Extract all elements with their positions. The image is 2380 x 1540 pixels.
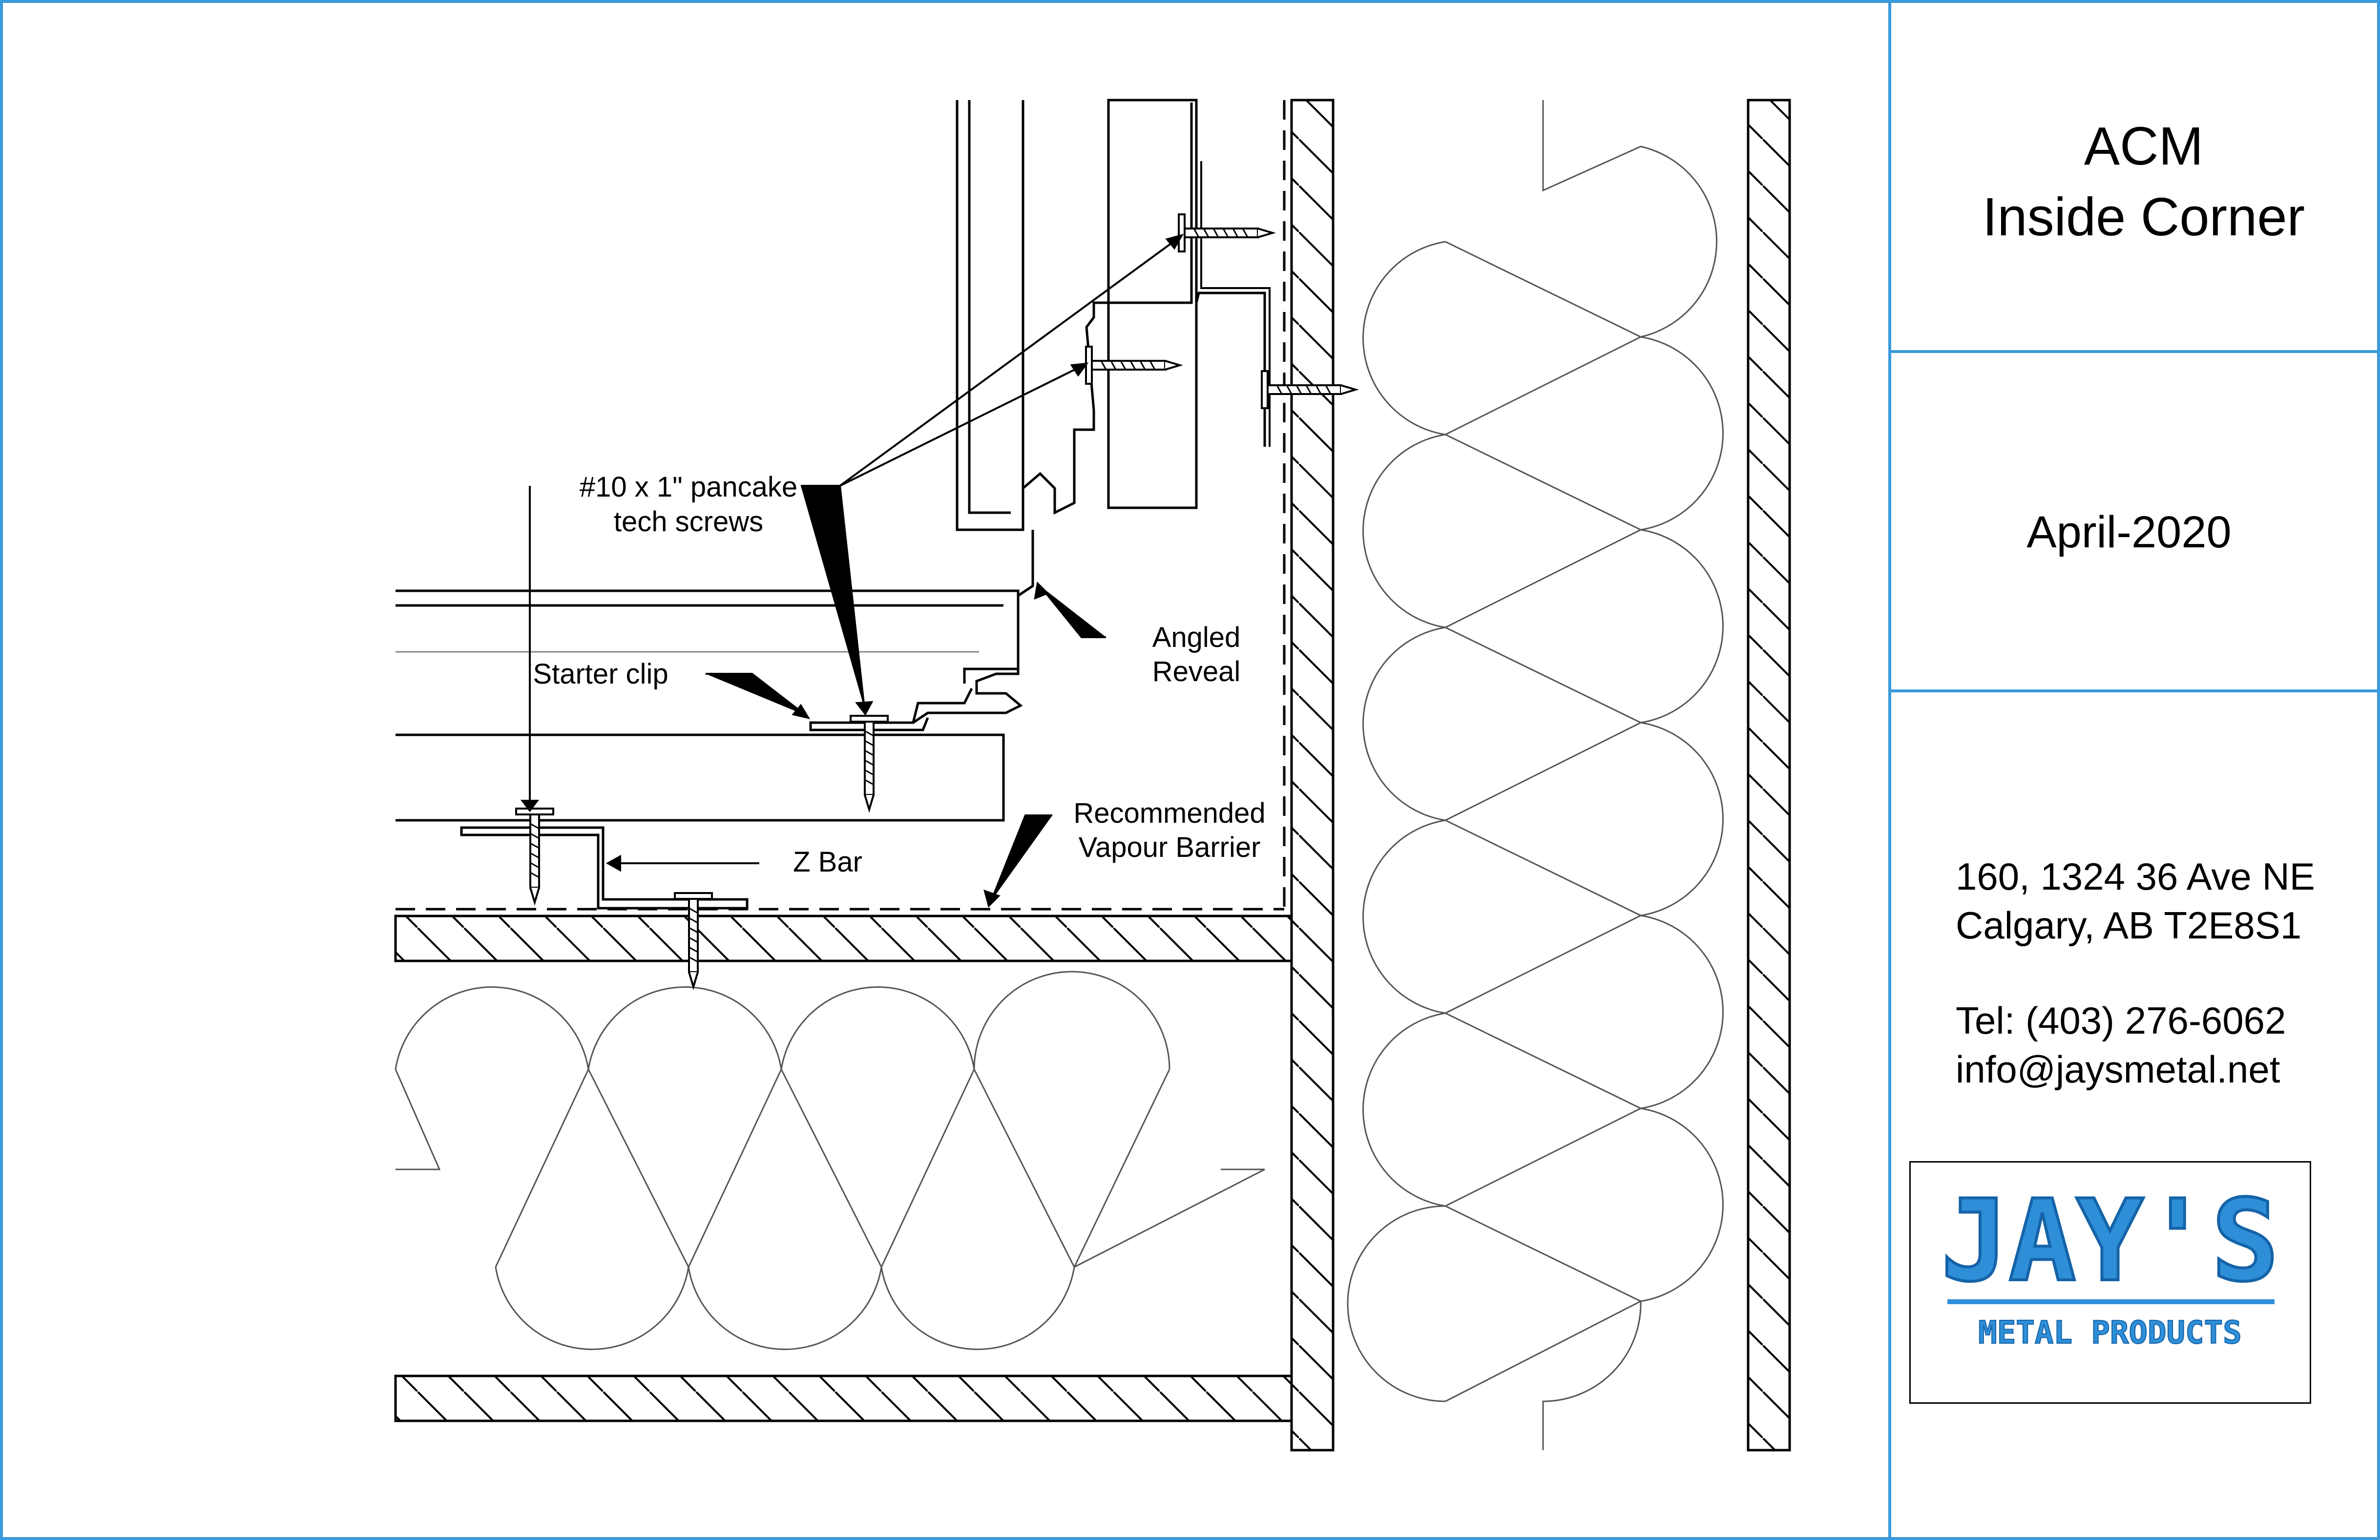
drawing-title-line2: Inside Corner bbox=[1982, 187, 2305, 247]
bracket-upper bbox=[1085, 103, 1193, 411]
sheathing-top bbox=[394, 915, 1293, 962]
logo-tagline: METAL PRODUCTS bbox=[1978, 1315, 2241, 1351]
sheathing-right bbox=[1747, 99, 1791, 1452]
label-z-bar: Z Bar bbox=[793, 846, 862, 878]
label-vapour-1: Recommended bbox=[1073, 797, 1265, 829]
address-line2: Calgary, AB T2E8S1 bbox=[1956, 904, 2302, 947]
sheathing-left bbox=[1290, 99, 1335, 1452]
phone-number: Tel: (403) 276-6062 bbox=[1956, 999, 2286, 1042]
angled-reveal bbox=[1022, 410, 1095, 522]
drawing-title-line1: ACM bbox=[2084, 116, 2204, 176]
trim-profiles bbox=[460, 103, 1271, 910]
address-line1: 160, 1324 36 Ave NE bbox=[1956, 855, 2315, 898]
email-address: info@jaysmetal.net bbox=[1956, 1048, 2280, 1091]
vertical-wall bbox=[1283, 99, 1791, 1452]
horizontal-wall bbox=[394, 908, 1293, 1422]
screw-zbar bbox=[515, 808, 554, 903]
label-screws-line2: tech screws bbox=[614, 506, 763, 538]
label-starter-clip: Starter clip bbox=[533, 658, 668, 690]
label-vapour-2: Vapour Barrier bbox=[1079, 832, 1261, 863]
z-bar bbox=[460, 826, 749, 910]
annotations: #10 x 1" pancake tech screws Starter cli… bbox=[533, 471, 1265, 878]
label-angled-reveal-1: Angled bbox=[1152, 622, 1241, 653]
insulation-vertical bbox=[1347, 100, 1724, 1450]
acm-backer bbox=[396, 733, 1005, 822]
company-logo: JAY'S METAL PRODUCTS bbox=[1909, 1161, 2311, 1404]
starter-clip bbox=[811, 687, 973, 724]
acm-panel-vertical bbox=[956, 100, 1024, 531]
logo-wordmark: JAY'S bbox=[1941, 1176, 2279, 1307]
sheathing-bottom bbox=[394, 1374, 1293, 1422]
leader-lines bbox=[521, 233, 1184, 908]
screw-upper-2 bbox=[1085, 346, 1181, 385]
insulation-horizontal bbox=[395, 971, 1265, 1350]
drawing-date: April-2020 bbox=[2026, 507, 2232, 557]
screw-upper-1 bbox=[1178, 213, 1274, 252]
label-angled-reveal-2: Reveal bbox=[1152, 656, 1241, 687]
label-screws-line1: #10 x 1" pancake bbox=[580, 471, 797, 503]
